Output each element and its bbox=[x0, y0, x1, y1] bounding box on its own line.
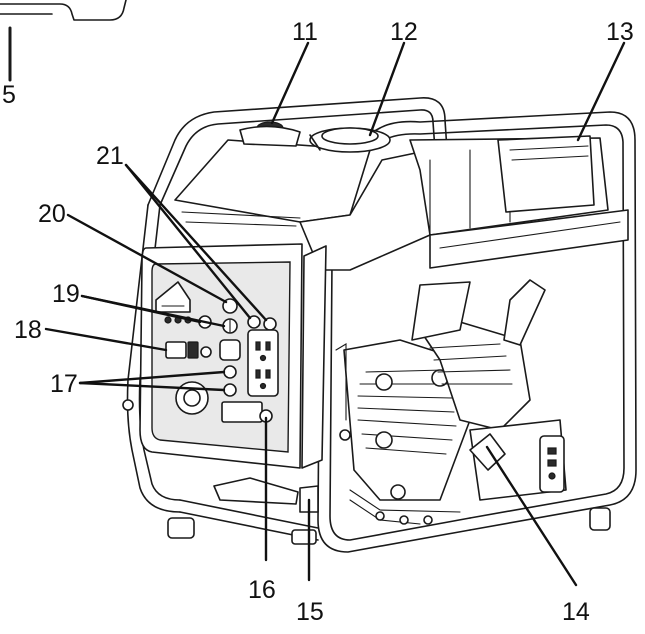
leader-20 bbox=[66, 213, 228, 304]
leader-12 bbox=[368, 41, 406, 137]
callout-21: 21 bbox=[96, 142, 124, 170]
callout-17: 17 bbox=[50, 370, 78, 398]
leader-21a bbox=[124, 163, 252, 320]
leader-14 bbox=[485, 445, 578, 587]
fuel-tank-cap bbox=[309, 127, 391, 153]
callout-18: 18 bbox=[14, 316, 42, 344]
outer-frame bbox=[126, 97, 637, 553]
leader-18 bbox=[44, 327, 168, 352]
leader-11 bbox=[270, 41, 310, 125]
leader-21b bbox=[124, 163, 268, 322]
callout-14: 14 bbox=[562, 598, 590, 626]
partial-item-top-left bbox=[0, 0, 127, 82]
callout-12: 12 bbox=[390, 18, 418, 46]
callout-11: 11 bbox=[292, 18, 318, 46]
callout-labels: 5 11 12 13 14 15 16 17 18 19 20 21 bbox=[2, 18, 634, 626]
switch-18 bbox=[165, 341, 187, 359]
callout-13: 13 bbox=[606, 18, 634, 46]
leader-17a bbox=[78, 370, 226, 385]
leader-13 bbox=[576, 41, 626, 142]
leader-17b bbox=[78, 381, 226, 392]
engine bbox=[122, 279, 567, 525]
callout-20: 20 bbox=[38, 200, 66, 228]
housing bbox=[174, 135, 629, 271]
control-panel bbox=[139, 243, 327, 469]
callout-15: 15 bbox=[296, 598, 324, 626]
air-filter-box bbox=[497, 135, 595, 213]
leader-lines bbox=[44, 41, 626, 587]
foot-right bbox=[589, 507, 611, 531]
callout-5: 5 bbox=[2, 81, 16, 109]
foot-left bbox=[167, 517, 195, 539]
fuel-cap-vent-knob bbox=[239, 121, 301, 147]
foot-center bbox=[291, 529, 317, 545]
leader-19b bbox=[80, 294, 226, 328]
callout-16: 16 bbox=[248, 576, 276, 604]
callout-19: 19 bbox=[52, 280, 80, 308]
